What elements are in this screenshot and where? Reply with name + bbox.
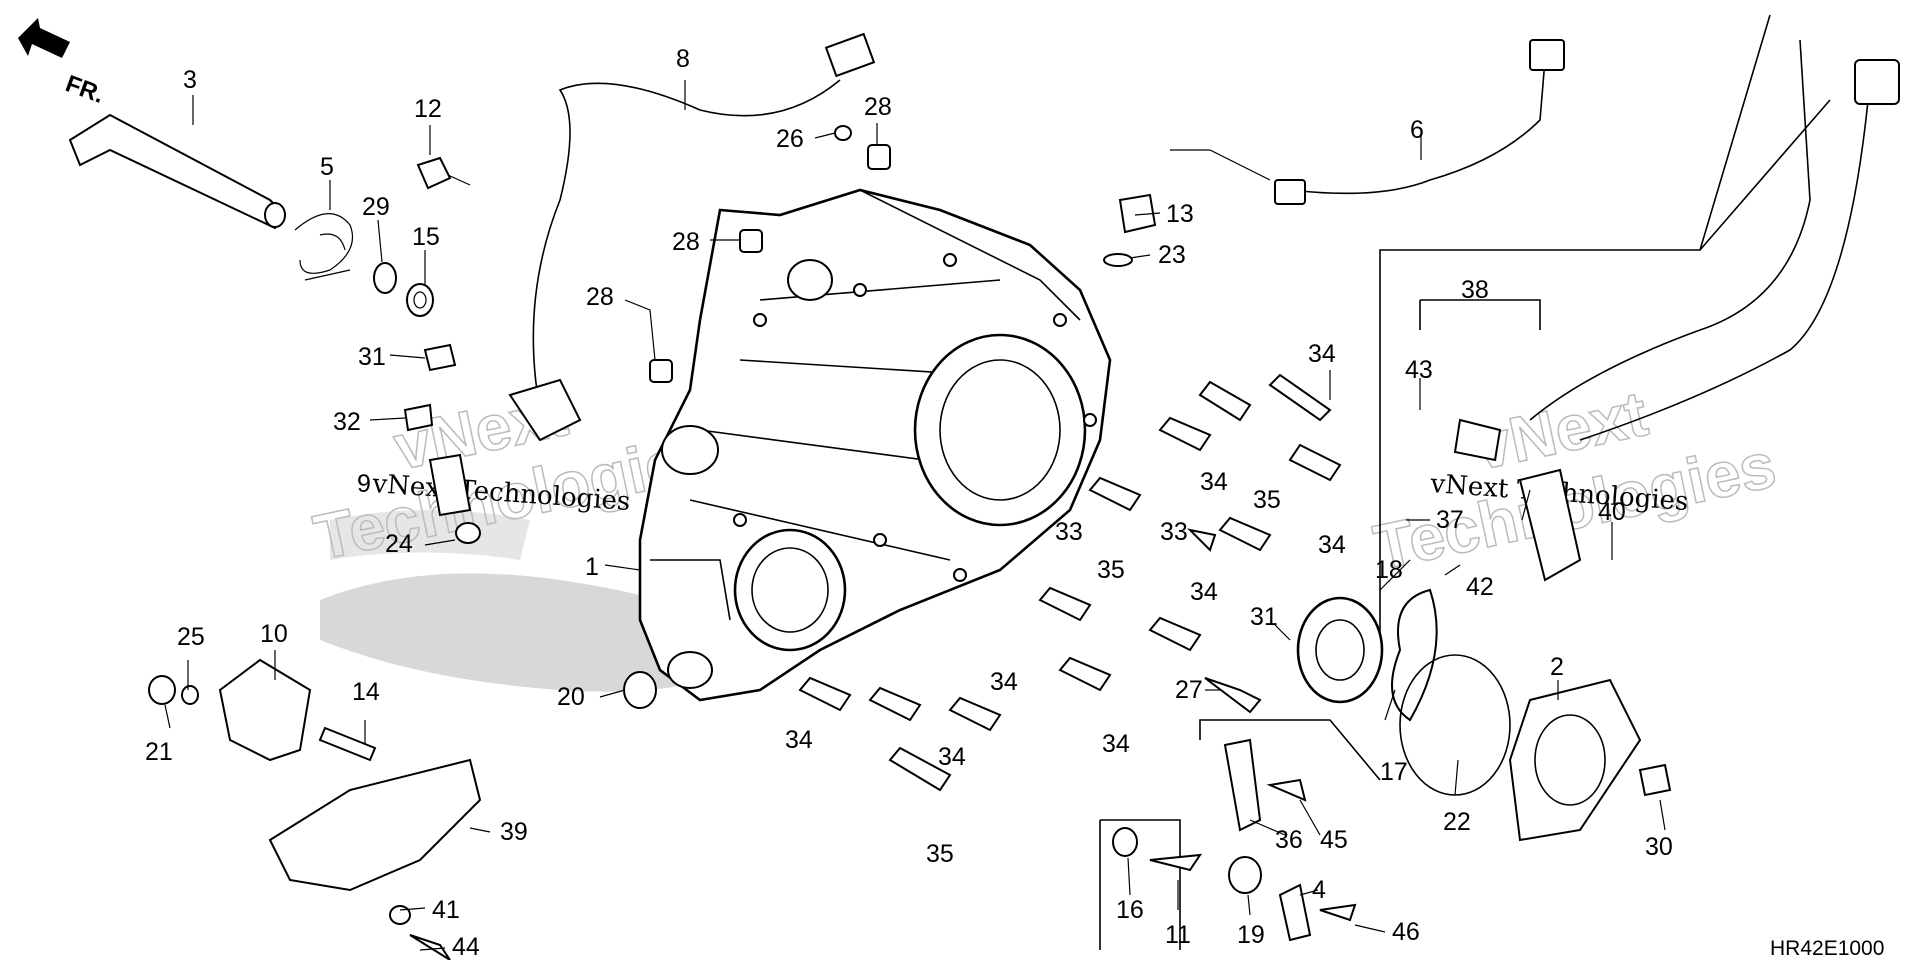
- section-outlines: [1099, 14, 1831, 950]
- callout-27: 27: [1175, 676, 1203, 704]
- callout-28-middle: 28: [672, 228, 700, 256]
- callout-20: 20: [557, 683, 585, 711]
- callout-18: 18: [1375, 556, 1403, 584]
- callout-6: 6: [1410, 116, 1424, 144]
- callout-28-lower: 28: [586, 283, 614, 311]
- wire-harness-8-drawing: [508, 32, 876, 442]
- callout-46: 46: [1392, 918, 1420, 946]
- collars-and-plugs-drawing: [649, 125, 1157, 383]
- bearing-and-seals-drawing: [1296, 588, 1672, 842]
- callout-35-c: 35: [926, 840, 954, 868]
- leader-lines: [164, 80, 1666, 951]
- part-labels: 3 5 29 15 12 8 26 28 28 28 13 23 6 31 32…: [145, 45, 1673, 960]
- callout-14: 14: [352, 678, 380, 706]
- callout-34-g: 34: [938, 743, 966, 771]
- callout-42: 42: [1466, 573, 1494, 601]
- callout-40: 40: [1598, 498, 1626, 526]
- flange-bolts-drawing: [798, 373, 1342, 792]
- sensor-and-guard-drawing: [148, 658, 482, 960]
- callout-32: 32: [333, 408, 361, 436]
- callout-3: 3: [183, 66, 197, 94]
- callout-15: 15: [412, 223, 440, 251]
- callout-1: 1: [585, 553, 599, 581]
- callout-9: 9: [357, 470, 371, 498]
- callout-2: 2: [1550, 653, 1564, 681]
- callout-5: 5: [320, 153, 334, 181]
- callout-29: 29: [362, 193, 390, 221]
- callout-33-b: 33: [1160, 518, 1188, 546]
- callout-44: 44: [452, 933, 480, 960]
- return-spring-drawing: [294, 213, 354, 281]
- callout-34-b: 34: [1200, 468, 1228, 496]
- callout-11: 11: [1165, 921, 1191, 949]
- callout-23: 23: [1158, 241, 1186, 269]
- callout-34-f: 34: [785, 726, 813, 754]
- callout-36: 36: [1275, 826, 1303, 854]
- front-direction-label: FR.: [62, 70, 108, 109]
- callout-26: 26: [776, 125, 804, 153]
- callout-35-a: 35: [1253, 486, 1281, 514]
- callout-12: 12: [414, 95, 442, 123]
- transmission-case-drawing: [638, 188, 1112, 702]
- callout-34-h: 34: [1102, 730, 1130, 758]
- callout-25: 25: [177, 623, 205, 651]
- shift-shaft-drawing: [68, 113, 287, 230]
- callout-37: 37: [1436, 506, 1464, 534]
- callout-8: 8: [676, 45, 690, 73]
- callout-21: 21: [145, 738, 173, 766]
- callout-13: 13: [1166, 200, 1194, 228]
- callout-24: 24: [385, 530, 413, 558]
- wire-harness-38-drawing: [1453, 39, 1900, 582]
- callout-16: 16: [1116, 896, 1144, 924]
- callout-31-right: 31: [1250, 603, 1278, 631]
- callout-10: 10: [260, 620, 288, 648]
- misc-fasteners-drawing: [403, 343, 657, 709]
- bolt-12-drawing: [416, 156, 471, 190]
- callout-35-b: 35: [1097, 556, 1125, 584]
- callout-22: 22: [1443, 808, 1471, 836]
- callout-34-c: 34: [1318, 531, 1346, 559]
- callout-17: 17: [1380, 758, 1408, 786]
- callout-31-left: 31: [358, 343, 386, 371]
- callout-45: 45: [1320, 826, 1348, 854]
- callout-34-d: 34: [1190, 578, 1218, 606]
- callout-38: 38: [1461, 276, 1489, 304]
- callout-34-e: 34: [990, 668, 1018, 696]
- callout-43: 43: [1405, 356, 1433, 384]
- callout-33-a: 33: [1055, 518, 1083, 546]
- callout-28-top: 28: [864, 93, 892, 121]
- callout-39: 39: [500, 818, 528, 846]
- wire-harness-6-drawing: [1274, 39, 1565, 205]
- callout-19: 19: [1237, 921, 1265, 949]
- callout-34-a: 34: [1308, 340, 1336, 368]
- drawing-code: HR42E1000: [1770, 937, 1884, 960]
- callout-30: 30: [1645, 833, 1673, 861]
- lower-brackets-drawing: [1112, 677, 1357, 942]
- callout-4: 4: [1312, 876, 1326, 904]
- circlip-and-washer-drawing: [373, 262, 434, 317]
- callout-41: 41: [432, 896, 460, 924]
- front-direction-arrow-icon: FR.: [18, 18, 108, 109]
